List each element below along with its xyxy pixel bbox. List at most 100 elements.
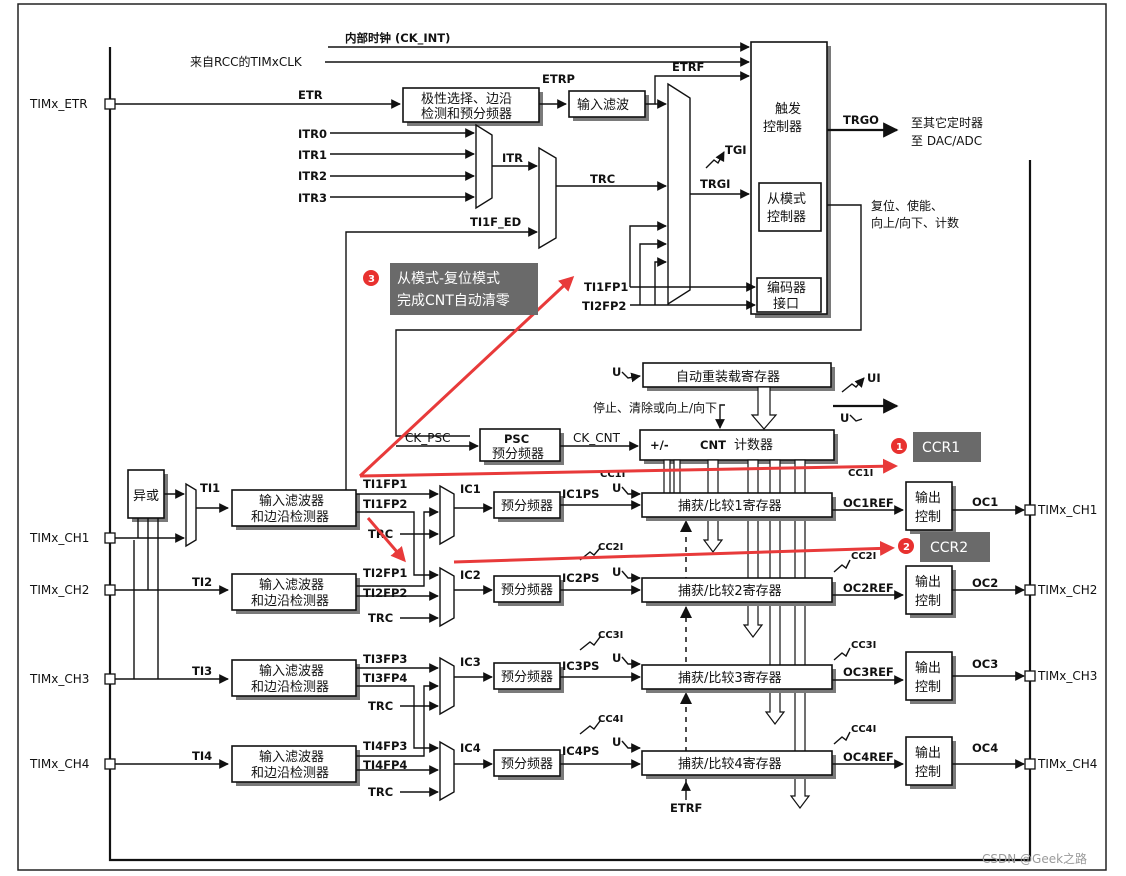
cc2i-in-label: CC2I	[598, 542, 623, 553]
u-auto-label: U	[612, 365, 621, 379]
timx-etr-label: TIMx_ETR	[29, 97, 88, 111]
ic4-mux	[439, 740, 455, 802]
cnt-counter-box	[639, 429, 835, 461]
itr0-label: ITR0	[298, 127, 327, 141]
ti2-label: TI2	[192, 575, 212, 589]
svg-text:控制: 控制	[915, 680, 941, 695]
svg-text:预分频器: 预分频器	[501, 499, 553, 514]
ic2-mux	[439, 566, 455, 628]
pin-ch2-out	[1024, 584, 1036, 596]
svg-text:控制: 控制	[915, 510, 941, 525]
encoder-line1: 编码器	[767, 281, 806, 296]
ti3fp3-label: TI3FP3	[363, 652, 407, 666]
u-int-label: U	[840, 411, 849, 425]
pin-ch1-in	[104, 532, 116, 544]
filter-box-3: 输入滤波器 和边沿检测器	[231, 659, 360, 700]
prescaler-2: 预分频器	[493, 575, 564, 606]
polarity-select-box	[402, 87, 540, 123]
svg-text:CCR2: CCR2	[930, 540, 968, 556]
trgi-label: TRGI	[700, 177, 730, 191]
svg-text:输出: 输出	[915, 574, 941, 590]
ic2-label: IC2	[460, 568, 481, 582]
auto-reload-box	[642, 362, 832, 388]
itr1-label: ITR1	[298, 148, 327, 162]
psc-line1: PSC	[504, 432, 529, 446]
ic3ps-label: IC3PS	[562, 659, 599, 673]
cc1i-out-label: CC1I	[848, 468, 873, 479]
output-control-3: 输出 控制	[905, 651, 956, 704]
ti1fp1-enc-label: TI1FP1	[584, 280, 628, 294]
etr-label: ETR	[298, 88, 323, 102]
ic4-label: IC4	[460, 741, 481, 755]
ic1ps-label: IC1PS	[562, 487, 599, 501]
svg-text:捕获/比较1寄存器: 捕获/比较1寄存器	[678, 498, 782, 514]
xor-label: 异或	[133, 489, 159, 504]
cc4i-in-label: CC4I	[598, 714, 623, 725]
trigger-line1: 触发	[775, 101, 801, 117]
timer-boundary	[108, 47, 1032, 862]
u2-label: U	[612, 565, 621, 579]
ic3-mux	[439, 656, 455, 716]
pin-ch3-in	[104, 673, 116, 685]
trigger-controller-box	[750, 41, 828, 315]
ck-psc-label: CK_PSC	[405, 431, 450, 445]
encoder-box	[756, 277, 822, 313]
trc4-label: TRC	[368, 785, 393, 799]
ck-cnt-label: CK_CNT	[573, 431, 621, 445]
pin-ch4-out	[1024, 758, 1036, 770]
filter-box-2: 输入滤波器 和边沿检测器	[231, 573, 360, 614]
itr2-label: ITR2	[298, 169, 327, 183]
output-control-1: 输出 控制	[905, 481, 956, 534]
ch3-out-label: TIMx_CH3	[1037, 669, 1097, 683]
svg-text:控制: 控制	[915, 594, 941, 609]
svg-text:完成CNT自动清零: 完成CNT自动清零	[397, 293, 510, 309]
output-control-4: 输出 控制	[905, 736, 956, 789]
to-dac-adc: 至 DAC/ADC	[911, 134, 982, 148]
oc4ref-label: OC4REF	[843, 750, 894, 764]
oc1-label: OC1	[972, 495, 998, 509]
cc1-register: 捕获/比较1寄存器	[641, 492, 836, 521]
reset-enable-line1: 复位、使能、	[871, 198, 943, 213]
svg-text:CCR1: CCR1	[922, 440, 960, 456]
u1-label: U	[612, 481, 621, 495]
svg-text:预分频器: 预分频器	[501, 583, 553, 598]
trigger-line2: 控制器	[763, 120, 802, 135]
ch3-in-label: TIMx_CH3	[29, 672, 89, 686]
ti3-label: TI3	[192, 664, 212, 678]
oc2ref-label: OC2REF	[843, 581, 894, 595]
svg-text:2: 2	[903, 542, 910, 553]
callout-2: 2 CCR2	[898, 532, 990, 562]
svg-text:输入滤波器: 输入滤波器	[259, 749, 324, 765]
itr-label: ITR	[502, 151, 523, 165]
ch1-out-label: TIMx_CH1	[1037, 503, 1097, 517]
ic2ps-label: IC2PS	[562, 571, 599, 585]
ch4-in-label: TIMx_CH4	[29, 757, 89, 771]
psc-box	[479, 428, 561, 462]
ti4fp4-label: TI4FP4	[363, 758, 407, 772]
etrf-top-label: ETRF	[672, 60, 704, 74]
svg-text:和边沿检测器: 和边沿检测器	[251, 680, 329, 695]
diagram-frame	[17, 3, 1107, 871]
ti1-mux	[185, 482, 197, 548]
ti2fp1-label: TI2FP1	[363, 566, 407, 580]
ti1fp2-label: TI1FP2	[363, 497, 407, 511]
cc3-register: 捕获/比较3寄存器	[641, 664, 836, 693]
prescaler-1: 预分频器	[493, 491, 564, 522]
oc3-label: OC3	[972, 657, 998, 671]
output-control-2: 输出 控制	[905, 565, 956, 618]
svg-text:控制: 控制	[915, 765, 941, 780]
slave-line1: 从模式	[767, 192, 806, 207]
u4-label: U	[612, 735, 621, 749]
itr3-label: ITR3	[298, 191, 327, 205]
u3-label: U	[612, 651, 621, 665]
cnt-suffix: 计数器	[734, 438, 773, 453]
trc-mux	[538, 146, 557, 250]
ui-label: UI	[867, 371, 881, 385]
pin-ch4-in	[104, 758, 116, 770]
oc1ref-label: OC1REF	[843, 496, 894, 510]
oc3ref-label: OC3REF	[843, 665, 894, 679]
svg-text:捕获/比较3寄存器: 捕获/比较3寄存器	[678, 670, 782, 686]
trc-label-top: TRC	[590, 172, 615, 186]
svg-text:捕获/比较2寄存器: 捕获/比较2寄存器	[678, 583, 782, 599]
